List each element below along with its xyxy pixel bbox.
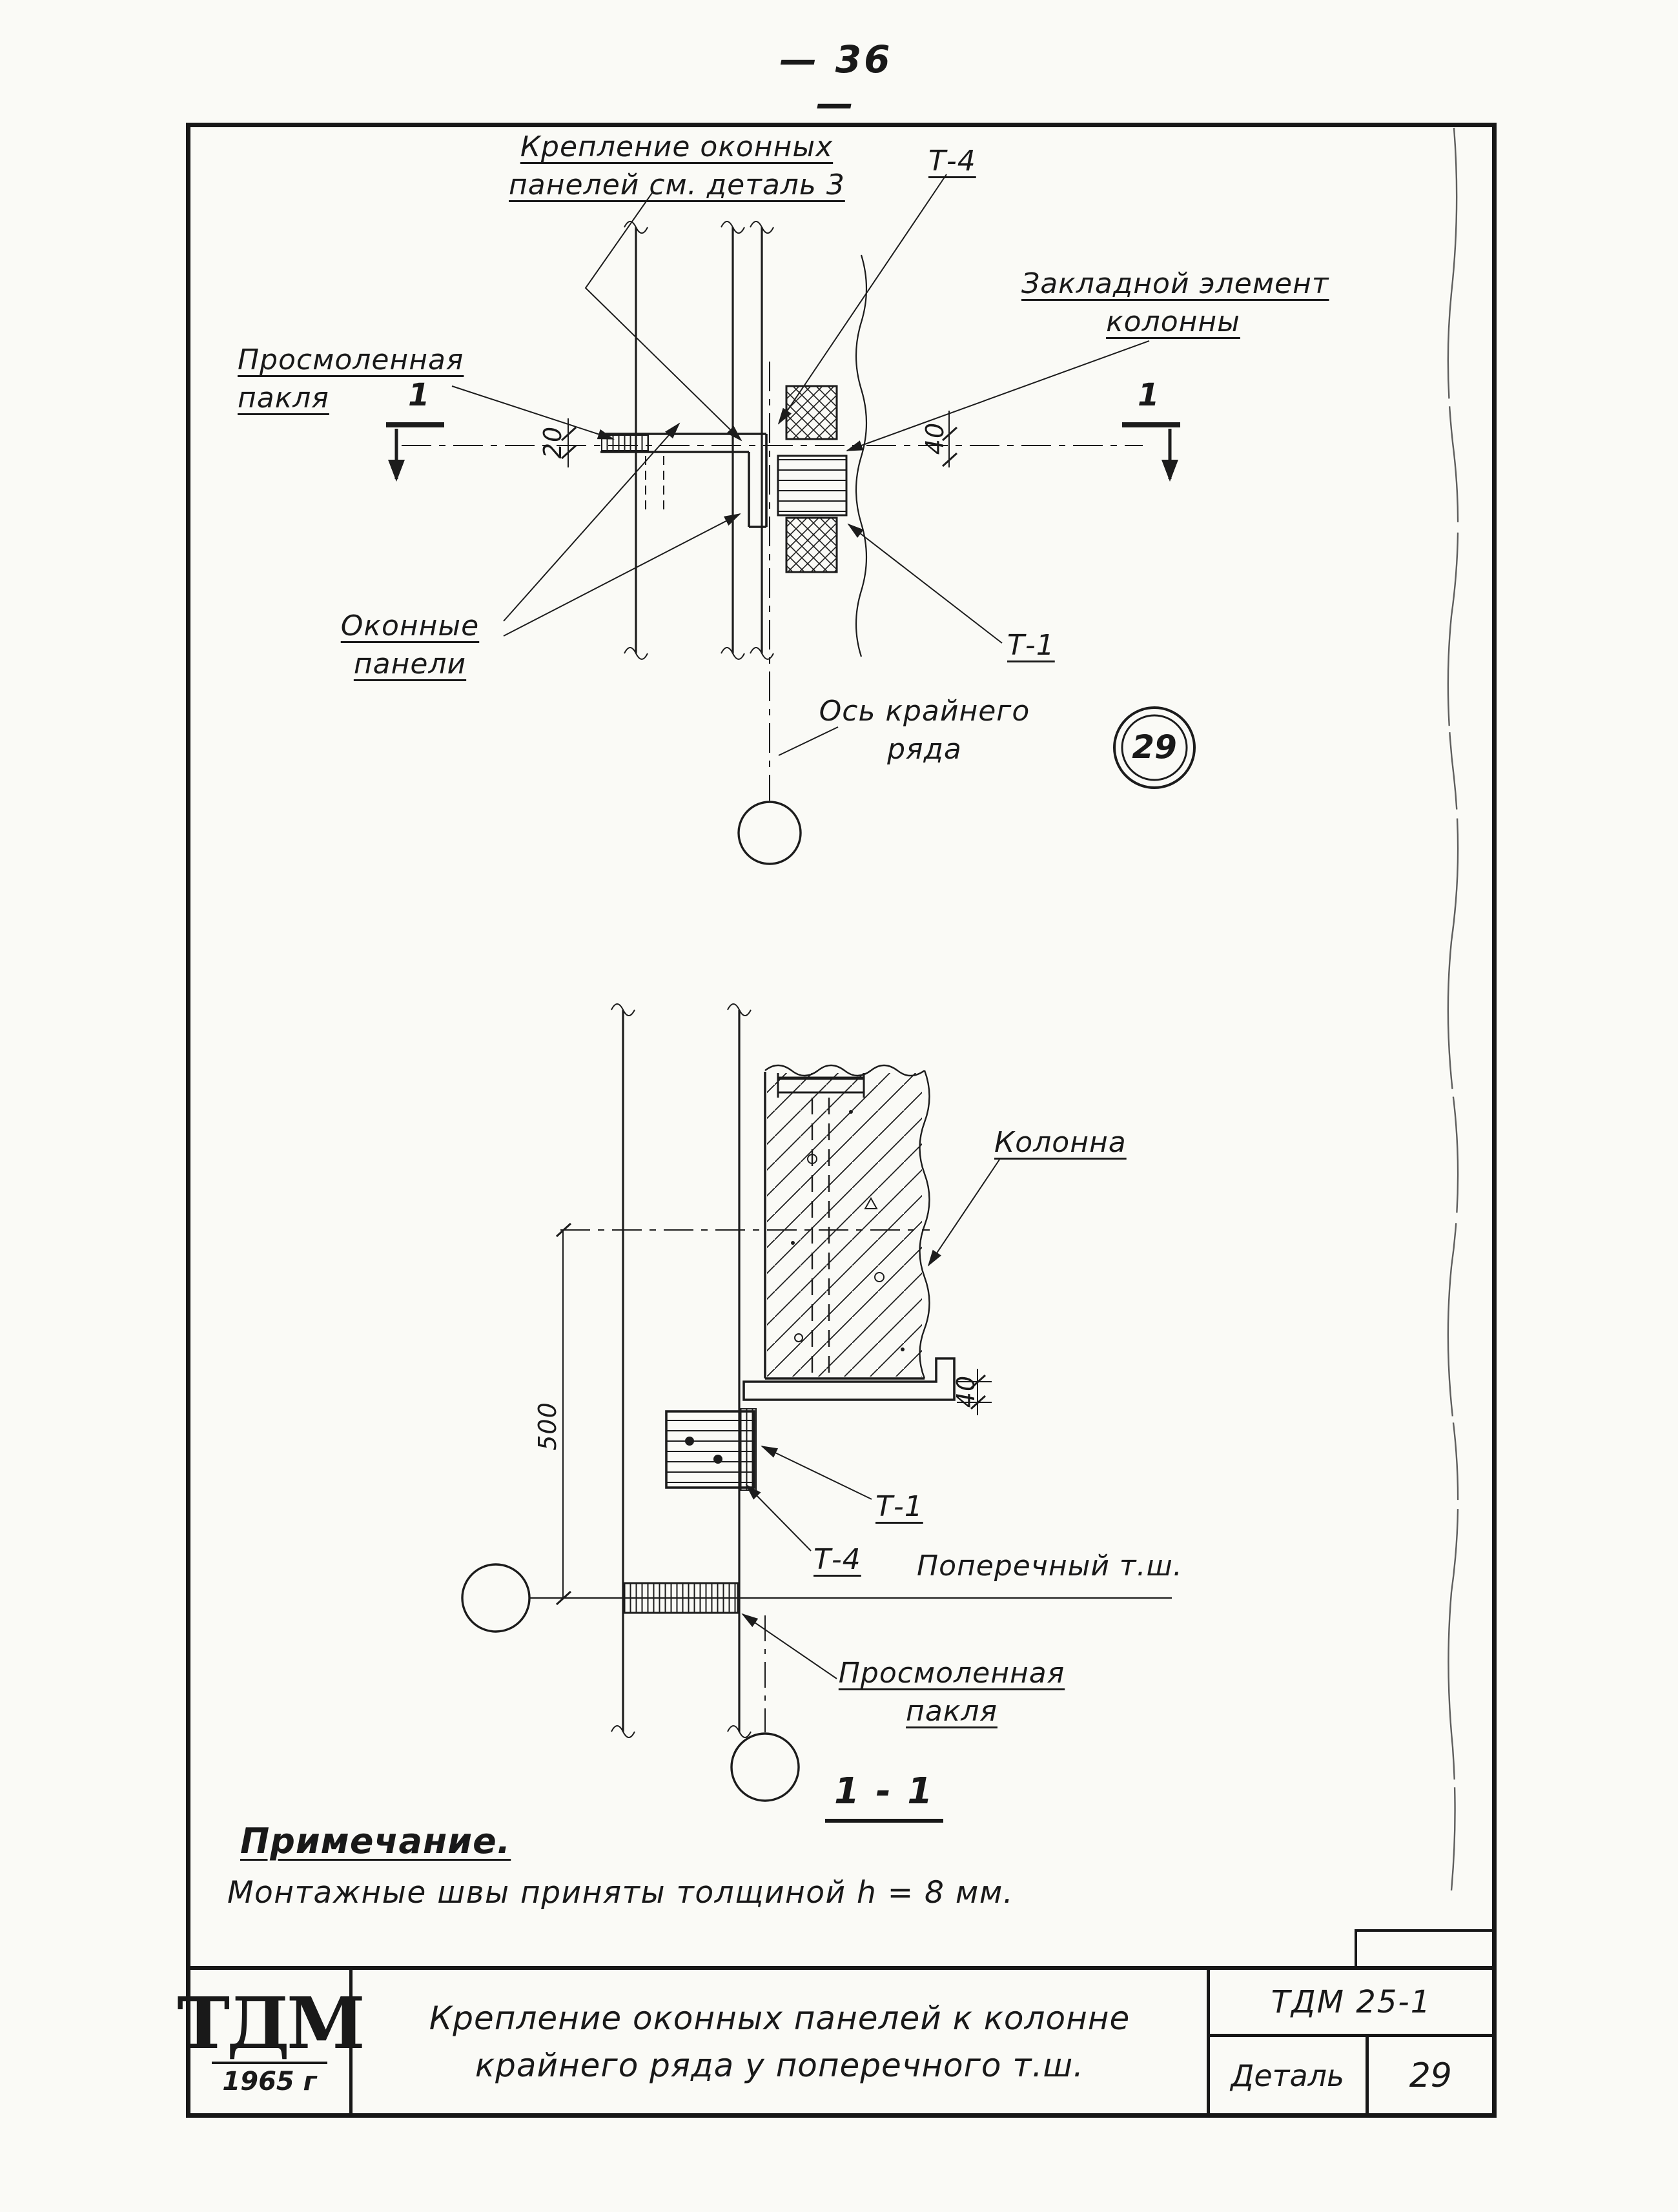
detail-circle-number: 29 — [1132, 728, 1177, 766]
dim-40-plan: 40 — [921, 422, 949, 455]
oakum-label-plan: Просмоленная пакля — [238, 343, 464, 415]
dim-20: 20 — [538, 425, 567, 459]
seam-oakum-hatch — [623, 1582, 739, 1614]
stamp-logo-cell: ТДМ 1965 г — [177, 1970, 365, 2114]
note-body: Монтажные швы приняты толщиной h = 8 мм. — [227, 1875, 1014, 1910]
stamp-detail-number: 29 — [1409, 2056, 1452, 2095]
stamp-title-cell: Крепление оконных панелей к колонне край… — [353, 1970, 1210, 2114]
title-block: ТДМ 1965 г Крепление оконных панелей к к… — [177, 1966, 1497, 2118]
axis-label: Ось крайнего ряда — [819, 695, 1030, 766]
t4-label-section: Т-4 — [813, 1543, 861, 1576]
window-panels-label: Оконные панели — [340, 609, 480, 681]
column-hatch — [767, 1073, 922, 1377]
plan-view-linework — [386, 174, 1196, 865]
t1-label-section: Т-1 — [875, 1490, 923, 1523]
transverse-joint-label: Поперечный т.ш. — [917, 1550, 1183, 1582]
note-heading: Примечание. — [240, 1821, 511, 1861]
dim-40-section: 40 — [952, 1375, 980, 1408]
fold-line — [1447, 127, 1459, 1891]
stamp-title-line1: Крепление оконных панелей к колонне — [429, 2000, 1131, 2037]
fastening-note-label: Крепление оконных панелей см. деталь 3 — [509, 130, 845, 202]
grid-bubble-plan — [737, 801, 802, 865]
detail-circle-inner — [1121, 714, 1188, 781]
t1-label-plan: Т-1 — [1007, 629, 1055, 662]
oakum-label-section: Просмоленная пакля — [838, 1657, 1065, 1728]
section-mark-left: 1 — [408, 377, 430, 413]
embedded-element-label: Закладной элемент колонны — [1021, 267, 1329, 339]
stamp-document-code: ТДМ 25-1 — [1210, 1970, 1493, 2037]
stamp-year: 1965 г — [212, 2061, 327, 2096]
embedded-anchor-top — [785, 385, 838, 440]
section-title: 1 - 1 — [825, 1770, 944, 1823]
embedded-anchor-bottom — [785, 517, 838, 573]
grid-bubble-left — [461, 1563, 531, 1633]
section-mark-right: 1 — [1138, 377, 1160, 413]
page-number: — 36 — — [779, 37, 893, 125]
stamp-right-cells: ТДМ 25-1 Деталь 29 — [1210, 1970, 1493, 2114]
embedded-plate — [777, 455, 848, 517]
weld-hatch — [739, 1408, 757, 1491]
t4-label-plan: Т-4 — [928, 145, 976, 178]
grid-bubble-bottom — [730, 1732, 800, 1802]
column-label: Колонна — [994, 1126, 1127, 1159]
tdm-logo: ТДМ — [177, 1981, 365, 2065]
stamp-detail-row: Деталь 29 — [1210, 2037, 1493, 2114]
detail-circle-outer — [1113, 706, 1196, 789]
section-view-linework — [461, 1003, 1172, 1802]
stamp-title-line2: крайнего ряда у поперечного т.ш. — [475, 2046, 1085, 2084]
stamp-upper-cell — [1355, 1929, 1497, 1966]
scan-artifacts — [1447, 127, 1459, 1891]
dim-500: 500 — [533, 1402, 562, 1451]
stamp-detail-label: Деталь — [1210, 2037, 1369, 2114]
